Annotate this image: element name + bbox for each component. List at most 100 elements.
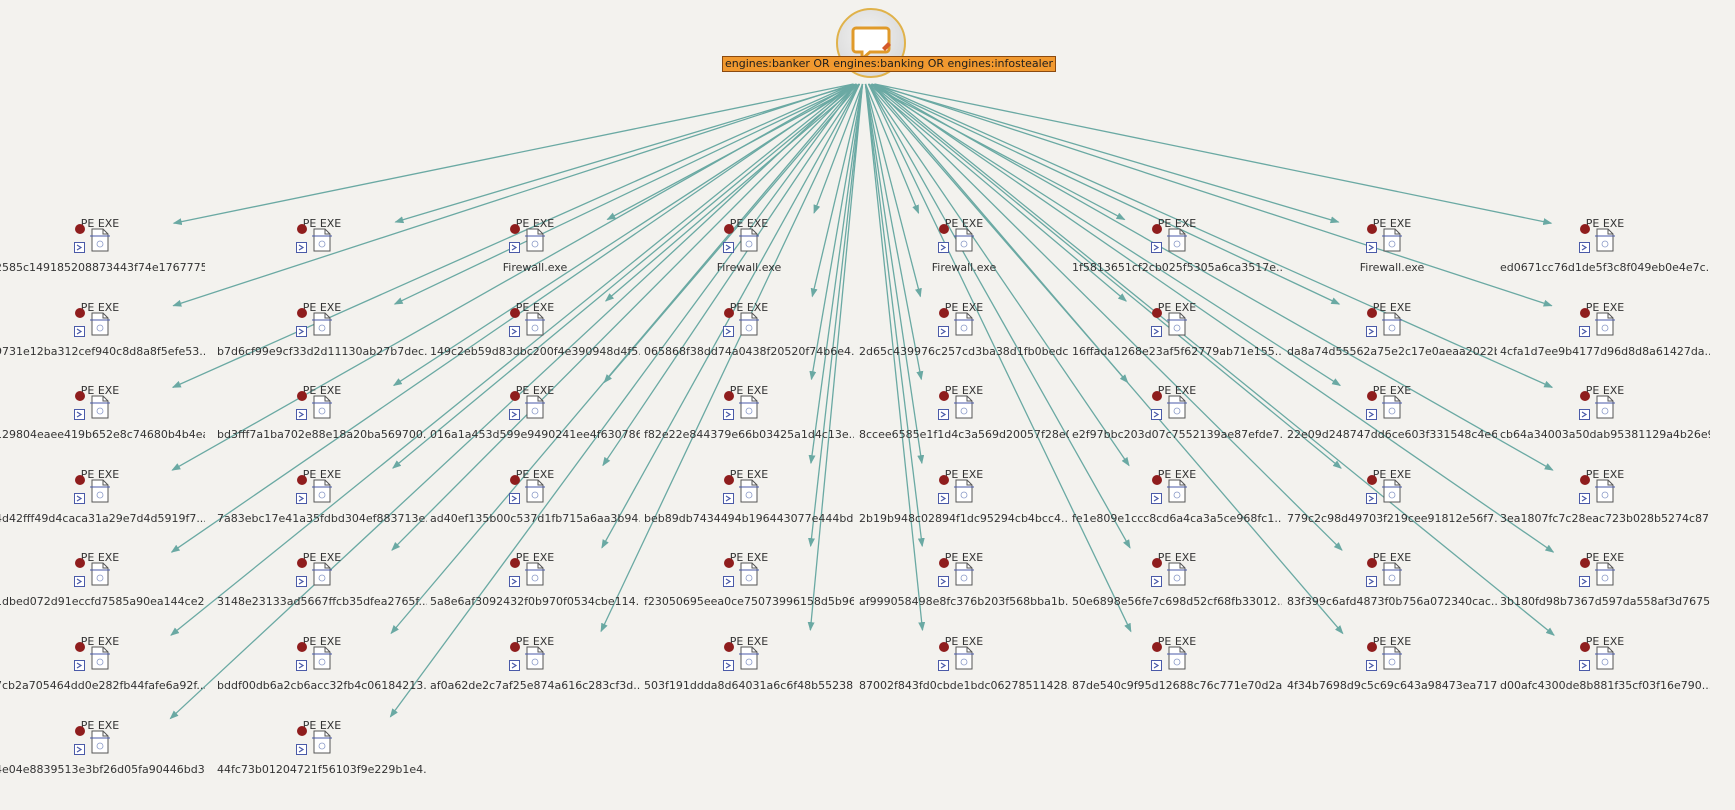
file-icon	[312, 562, 332, 586]
edge-33	[391, 83, 857, 551]
link-arrow-icon	[509, 242, 520, 253]
link-arrow-icon	[1579, 493, 1590, 504]
node-name-label: ed0671cc76d1de5f3c8f049eb0e4e7c...	[1500, 261, 1710, 274]
edge-25	[392, 83, 857, 469]
file-icon	[1595, 312, 1615, 336]
node-type-label: PE EXE	[944, 217, 984, 230]
file-icon	[1382, 312, 1402, 336]
node-name-label: d00afc4300de8b881f35cf03f16e790...	[1500, 679, 1710, 692]
file-icon	[312, 228, 332, 252]
detection-dot-icon	[75, 475, 85, 485]
node-type-label: PE EXE	[1372, 384, 1412, 397]
edge-39	[874, 83, 1555, 553]
link-arrow-icon	[296, 744, 307, 755]
node-name-label: e2f97bbc203d07c7552139ae87efde7...	[1072, 428, 1282, 441]
edge-35	[808, 83, 864, 548]
link-arrow-icon	[74, 744, 85, 755]
node-type-label: PE EXE	[1157, 468, 1197, 481]
file-icon	[954, 395, 974, 419]
detection-dot-icon	[724, 642, 734, 652]
file-icon	[90, 646, 110, 670]
node-type-label: PE EXE	[302, 301, 342, 314]
link-arrow-icon	[296, 242, 307, 253]
edge-1	[394, 83, 857, 224]
node-type-label: PE EXE	[302, 468, 342, 481]
node-name-label: 2585c149185208873443f74e17677753a9167883…	[0, 261, 205, 274]
node-type-label: PE EXE	[1585, 217, 1625, 230]
detection-dot-icon	[297, 308, 307, 318]
node-type-label: PE EXE	[80, 719, 120, 732]
detection-dot-icon	[510, 224, 520, 234]
link-arrow-icon	[938, 409, 949, 420]
detection-dot-icon	[297, 475, 307, 485]
detection-dot-icon	[75, 391, 85, 401]
link-arrow-icon	[1151, 576, 1162, 587]
node-type-label: PE EXE	[515, 551, 555, 564]
node-type-label: PE EXE	[302, 635, 342, 648]
node-type-label: PE EXE	[80, 217, 120, 230]
node-name-label: f82e22e844379e66b03425a1d4c13e...	[644, 428, 854, 441]
file-icon	[1382, 479, 1402, 503]
link-arrow-icon	[1151, 409, 1162, 420]
edge-4	[864, 83, 920, 215]
file-icon	[954, 312, 974, 336]
link-arrow-icon	[723, 242, 734, 253]
link-arrow-icon	[1579, 409, 1590, 420]
edge-48	[169, 83, 854, 720]
edge-38	[871, 83, 1343, 551]
link-arrow-icon	[723, 576, 734, 587]
node-type-label: PE EXE	[515, 468, 555, 481]
node-type-label: PE EXE	[1585, 468, 1625, 481]
node-type-label: PE EXE	[1585, 635, 1625, 648]
node-type-label: PE EXE	[944, 301, 984, 314]
detection-dot-icon	[1152, 391, 1162, 401]
edge-12	[864, 83, 922, 298]
node-type-label: PE EXE	[1157, 301, 1197, 314]
file-icon	[525, 228, 545, 252]
node-type-label: PE EXE	[80, 384, 120, 397]
file-icon	[90, 479, 110, 503]
detection-dot-icon	[724, 308, 734, 318]
node-name-label: b7d6cf99e9cf33d2d11130ab27b7dec...	[217, 345, 427, 358]
edge-46	[871, 83, 1344, 635]
file-icon	[312, 646, 332, 670]
link-arrow-icon	[296, 493, 307, 504]
detection-dot-icon	[939, 224, 949, 234]
file-icon	[525, 312, 545, 336]
file-icon	[739, 646, 759, 670]
file-icon	[90, 730, 110, 754]
node-name-label: 87de540c9f95d12688c76c771e70d2a...	[1072, 679, 1282, 692]
edge-30	[871, 83, 1342, 469]
node-type-label: PE EXE	[302, 551, 342, 564]
edge-7	[874, 83, 1553, 226]
node-type-label: PE EXE	[1157, 551, 1197, 564]
node-type-label: PE EXE	[1157, 217, 1197, 230]
detection-dot-icon	[1152, 308, 1162, 318]
detection-dot-icon	[1152, 558, 1162, 568]
node-name-label: Firewall.exe	[716, 261, 782, 274]
detection-dot-icon	[510, 558, 520, 568]
link-arrow-icon	[938, 493, 949, 504]
file-icon	[90, 395, 110, 419]
file-icon	[1167, 562, 1187, 586]
edge-19	[809, 83, 864, 381]
detection-dot-icon	[939, 558, 949, 568]
link-arrow-icon	[74, 576, 85, 587]
edge-43	[807, 83, 864, 632]
file-icon	[312, 479, 332, 503]
edge-40	[170, 83, 854, 636]
edge-36	[864, 83, 925, 548]
link-arrow-icon	[938, 326, 949, 337]
node-name-label: 3b180fd98b7367d597da558af3d7675...	[1500, 595, 1710, 608]
edge-22	[871, 83, 1342, 387]
node-name-label: 4cfa1d7ee9b4177d96d8d8a61427da...	[1500, 345, 1710, 358]
file-icon	[954, 562, 974, 586]
link-arrow-icon	[1151, 326, 1162, 337]
edge-9	[393, 83, 857, 305]
detection-dot-icon	[297, 726, 307, 736]
detection-dot-icon	[724, 391, 734, 401]
file-icon	[312, 395, 332, 419]
edge-45	[867, 83, 1132, 633]
node-type-label: PE EXE	[944, 468, 984, 481]
link-arrow-icon	[723, 326, 734, 337]
